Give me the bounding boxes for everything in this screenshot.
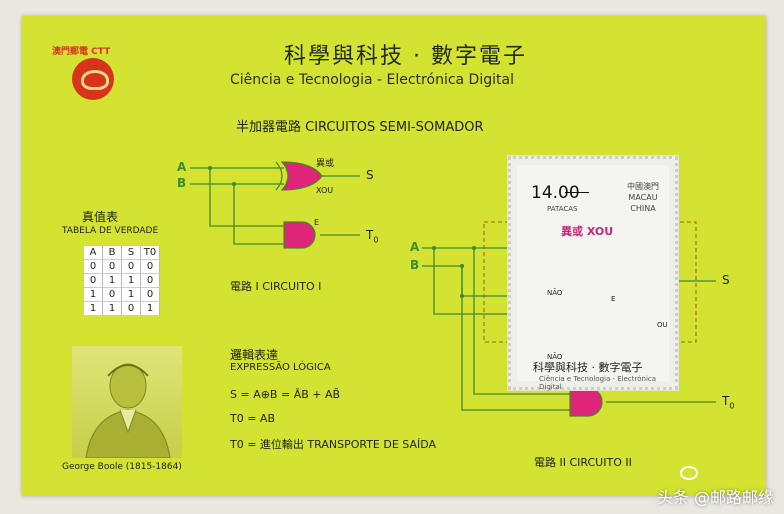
stamp-not-label-top: NÃO bbox=[547, 289, 563, 297]
ctt-logo-text: 澳門郵電 CTT bbox=[52, 47, 111, 57]
truth-cell: 0 bbox=[84, 273, 103, 288]
portrait-drawing bbox=[85, 363, 171, 458]
circuit2-caption: 電路 II CIRCUITO II bbox=[534, 456, 632, 469]
truth-table: A B S T0 0 0 0 0 0 1 1 0 1 0 1 0 1 1 0 1 bbox=[84, 246, 160, 316]
truth-cell: 1 bbox=[121, 273, 141, 288]
circuit1-output-t: T0 bbox=[366, 228, 379, 245]
table-row: 1 1 0 1 bbox=[84, 301, 160, 316]
stamp-value-strike bbox=[565, 192, 589, 193]
truth-cell: 0 bbox=[102, 259, 122, 274]
truth-col-t: T0 bbox=[140, 246, 160, 260]
truth-table-subtitle: TABELA DE VERDADE bbox=[62, 226, 159, 236]
circuit1-output-s: S bbox=[366, 168, 374, 182]
truth-cell: 0 bbox=[140, 287, 160, 302]
stamp-or-label: OU bbox=[657, 321, 668, 329]
circuit1-and-label: E bbox=[314, 218, 320, 227]
stamp-title-cn: 科學與科技 · 數字電子 bbox=[533, 361, 643, 374]
wire-a-and bbox=[209, 168, 284, 227]
circuit1-input-b: B bbox=[177, 176, 187, 190]
stamp-country: 中國澳門 MACAU CHINA bbox=[627, 182, 659, 213]
stamp-not-label-bottom: NÃO bbox=[547, 353, 563, 361]
truth-cell: 0 bbox=[121, 259, 141, 274]
watermark-text: 头条 @邮路邮缘 bbox=[656, 488, 774, 507]
stamp-xor-label: 異或 XOU bbox=[561, 225, 614, 238]
truth-cell: 0 bbox=[140, 259, 160, 274]
circuit2-input-a: A bbox=[410, 240, 420, 254]
expression-line-1: S = A⊕B = ĀB + AB̄ bbox=[230, 388, 341, 401]
circuit1-input-a: A bbox=[177, 160, 187, 174]
truth-cell: 0 bbox=[102, 287, 122, 302]
table-row: 1 0 1 0 bbox=[84, 287, 160, 302]
truth-cell: 0 bbox=[84, 259, 103, 274]
george-boole-portrait bbox=[72, 346, 182, 458]
circuit1-caption: 電路 I CIRCUITO I bbox=[230, 280, 322, 293]
truth-cell: 1 bbox=[121, 287, 141, 302]
wire2-b-and bbox=[461, 266, 570, 411]
table-row: 0 1 1 0 bbox=[84, 273, 160, 288]
stamp-face: 14.00 PATACAS 中國澳門 MACAU CHINA 異或 XOU NÃ… bbox=[517, 165, 669, 391]
truth-col-b: B bbox=[102, 246, 122, 260]
circuit1-xor-label: 異或 bbox=[316, 159, 335, 169]
expression-line-3: T0 = 進位輸出 TRANSPORTE DE SAÍDA bbox=[230, 438, 437, 451]
table-row: 0 0 0 0 bbox=[84, 259, 160, 274]
watermark-icon bbox=[680, 466, 698, 480]
ctt-logo-icon bbox=[72, 58, 114, 100]
expression-title: 邏輯表達 bbox=[230, 348, 279, 362]
stamp-currency: PATACAS bbox=[547, 205, 578, 213]
sheet-title-cn: 科學與科技 · 數字電子 bbox=[284, 44, 527, 69]
wire2-a-and bbox=[473, 248, 570, 395]
truth-cell: 1 bbox=[102, 273, 122, 288]
circuit1-xor-label-pt: XOU bbox=[316, 186, 334, 195]
truth-col-a: A bbox=[84, 246, 103, 260]
truth-cell: 0 bbox=[121, 301, 141, 316]
wire2-a-down bbox=[433, 248, 516, 315]
stamp-value: 14.00 bbox=[531, 183, 580, 203]
sheet-subtitle: 半加器電路 CIRCUITOS SEMI-SOMADOR bbox=[236, 120, 484, 135]
xor-gate bbox=[280, 161, 323, 191]
sheet-title-pt: Ciência e Tecnologia - Electrónica Digit… bbox=[230, 72, 514, 88]
and-gate bbox=[283, 221, 316, 249]
truth-cell: 1 bbox=[84, 287, 103, 302]
circuit2-output-t: T0 bbox=[722, 394, 735, 411]
truth-cell: 1 bbox=[102, 301, 122, 316]
stamp-title-pt: Ciência e Tecnologia - Electrónica Digit… bbox=[539, 375, 657, 391]
truth-cell: 0 bbox=[140, 273, 160, 288]
wire-b-and bbox=[233, 184, 284, 245]
portrait-caption: George Boole (1815-1864) bbox=[62, 462, 182, 472]
stamp-and-label: E bbox=[611, 295, 616, 303]
truth-cell: 1 bbox=[84, 301, 103, 316]
truth-col-s: S bbox=[121, 246, 141, 260]
expression-line-2: T0 = AB bbox=[230, 412, 275, 425]
expression-subtitle: EXPRESSÃO LÓGICA bbox=[230, 362, 331, 373]
and-gate-carry bbox=[569, 387, 603, 417]
stamp: 14.00 PATACAS 中國澳門 MACAU CHINA 異或 XOU NÃ… bbox=[508, 156, 678, 391]
souvenir-sheet: 澳門郵電 CTT 科學與科技 · 數字電子 Ciência e Tecnolog… bbox=[22, 16, 766, 496]
truth-table-header-row: A B S T0 bbox=[84, 246, 160, 260]
circuit2-input-b: B bbox=[410, 258, 420, 272]
circuit2-output-s: S bbox=[722, 273, 730, 287]
truth-table-title: 真值表 bbox=[82, 210, 119, 224]
truth-cell: 1 bbox=[140, 301, 160, 316]
